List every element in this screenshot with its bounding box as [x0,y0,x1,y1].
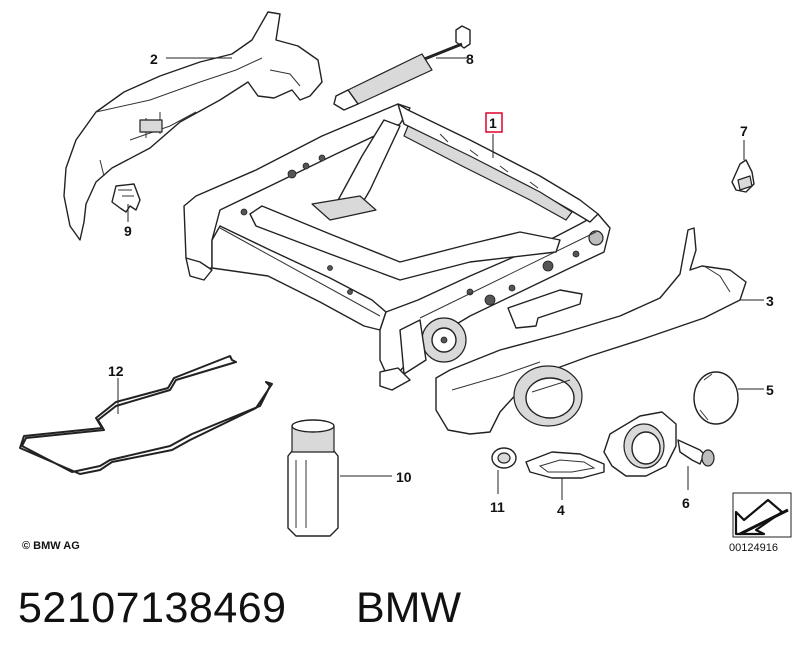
callout-5: 5 [766,382,774,398]
callout-2: 2 [150,51,158,67]
callout-11: 11 [490,499,505,515]
callout-labels: 2 8 1 7 9 3 12 5 10 6 11 4 [108,51,774,518]
drawing-number: 00124916 [729,542,778,554]
part-8-gas-spring[interactable] [333,25,471,111]
leader-lines [117,57,764,500]
part-1-seat-frame[interactable] [183,103,611,391]
callout-9: 9 [124,223,132,239]
part-5-round-cap[interactable] [693,371,739,425]
arrow-corner-icon [732,492,792,538]
copyright-text: © BMW AG [22,540,80,552]
callout-4: 4 [557,502,565,518]
part-11-grommet[interactable] [491,447,517,469]
part-3-outer-trim[interactable] [435,227,747,435]
part-4-ring-frame[interactable] [525,411,677,479]
brand-name: BMW [356,584,462,632]
part-6-screw[interactable] [677,439,715,467]
part-2-side-trim[interactable] [63,11,323,241]
part-number: 52107138469 [18,584,287,632]
callout-12: 12 [108,363,124,379]
callout-10: 10 [396,469,412,485]
part-7-push-rivet[interactable] [731,159,755,193]
part-12-wire-spring[interactable] [19,355,273,475]
callout-3: 3 [766,293,774,309]
callout-1: 1 [489,115,497,131]
part-10-bottle[interactable] [287,419,339,537]
part-9-clip[interactable] [111,183,141,213]
callout-8: 8 [466,51,474,67]
callout-6: 6 [682,495,690,511]
callout-1-highlight-box [485,112,503,133]
callout-7: 7 [740,123,748,139]
